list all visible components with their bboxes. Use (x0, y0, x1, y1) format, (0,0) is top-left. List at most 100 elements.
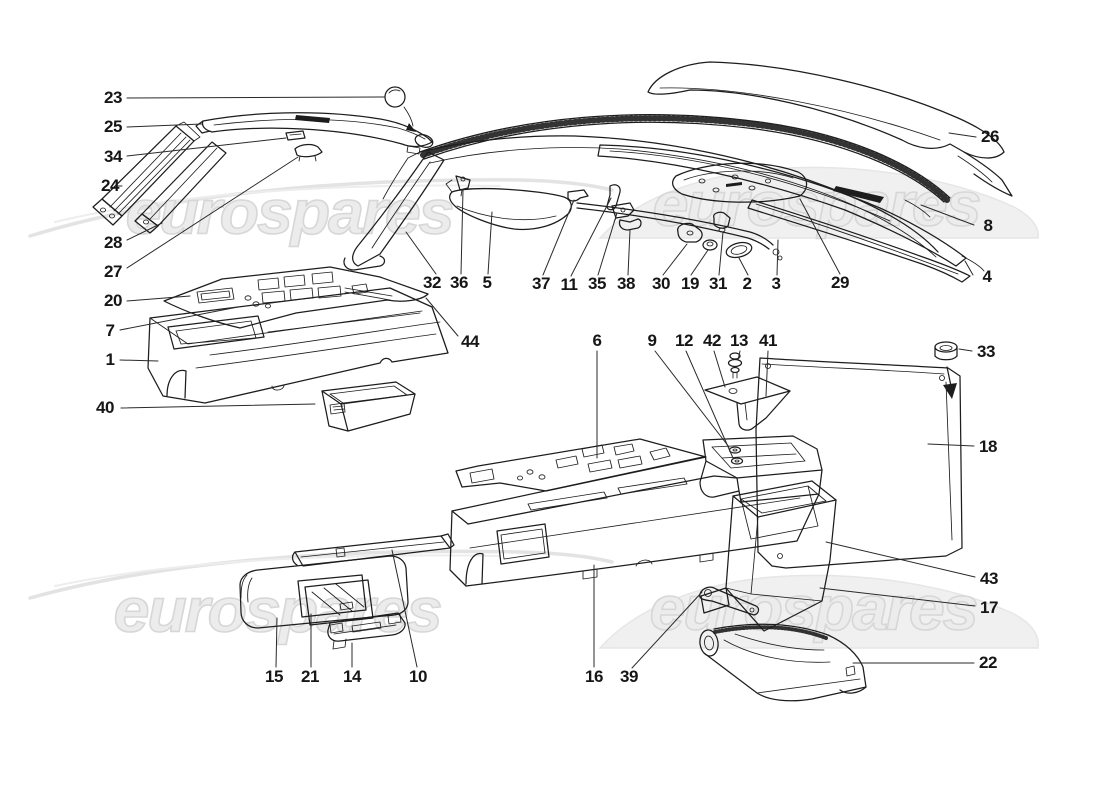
watermark-text-0: eurospares (125, 178, 456, 249)
part-label-28: 28 (104, 233, 122, 252)
part-label-44: 44 (461, 332, 479, 351)
rear-frame-part-8 (597, 144, 967, 267)
bracket-part-30 (677, 222, 703, 243)
part-label-32: 32 (423, 273, 441, 292)
leader-15 (275, 617, 278, 668)
clip-part-37 (567, 189, 589, 202)
pillar-trim-part-32 (343, 151, 445, 271)
part-label-37: 37 (532, 274, 550, 293)
latch-part-31 (712, 211, 731, 233)
leader-2 (738, 257, 749, 276)
part-label-8: 8 (983, 216, 993, 235)
leader-3 (776, 239, 779, 276)
console-top-plate (455, 438, 707, 492)
armrest-shell-part-15 (239, 555, 409, 634)
ashtray-part-40 (321, 381, 416, 432)
leader-11 (570, 197, 612, 277)
part-label-21: 21 (301, 667, 319, 686)
swoosh-bottom-left-2 (54, 554, 501, 587)
base-bar-part-10 (291, 533, 455, 567)
part-label-40: 40 (96, 398, 114, 417)
part-label-36: 36 (450, 273, 468, 292)
part-label-39: 39 (620, 667, 638, 686)
part-label-18: 18 (979, 437, 997, 456)
leader-23 (126, 96, 386, 99)
leader-12 (685, 350, 734, 459)
cap-part-23 (384, 86, 416, 132)
leader-19 (690, 249, 709, 276)
leader-43 (825, 541, 976, 578)
console-body-part-1 (147, 287, 449, 404)
windshield-frame (382, 113, 951, 258)
leader-7 (119, 306, 239, 331)
clip-part-27 (294, 143, 323, 162)
part-label-26: 26 (981, 127, 999, 146)
trim-strip-part-4 (747, 199, 985, 283)
leader-18 (927, 443, 975, 447)
part-label-11: 11 (560, 275, 578, 294)
part-label-41: 41 (759, 331, 777, 350)
part-label-23: 23 (104, 88, 122, 107)
leader-33 (958, 348, 973, 352)
part-label-33: 33 (977, 342, 995, 361)
leader-17 (819, 587, 976, 607)
washer-part-12 (730, 457, 744, 465)
swoosh-top-left-2 (54, 184, 501, 223)
leader-26 (948, 132, 977, 138)
part-label-10: 10 (409, 667, 427, 686)
leader-40 (120, 403, 316, 409)
leader-4 (964, 260, 974, 276)
leader-29 (799, 198, 841, 275)
leader-10 (391, 549, 418, 668)
part-label-1: 1 (105, 350, 115, 369)
leader-41 (765, 350, 769, 397)
bracket-part-42-41 (704, 376, 791, 431)
part-label-5: 5 (482, 273, 492, 292)
part-label-34: 34 (104, 147, 122, 166)
part-label-20: 20 (104, 291, 122, 310)
leader-37 (542, 199, 575, 276)
part-label-29: 29 (831, 273, 849, 292)
sill-strip-part-24 (92, 121, 201, 226)
part-label-15: 15 (265, 667, 283, 686)
part-label-6: 6 (592, 331, 602, 350)
part-label-19: 19 (681, 274, 699, 293)
watermark-text-2: eurospares (113, 576, 444, 647)
part-label-22: 22 (979, 653, 997, 672)
leader-30 (662, 243, 688, 276)
part-label-2: 2 (742, 274, 752, 293)
leader-5 (487, 211, 493, 275)
part-label-31: 31 (709, 274, 727, 293)
leader-27 (126, 156, 299, 269)
leader-36 (460, 189, 464, 275)
part-label-7: 7 (105, 321, 115, 340)
hook-part-11 (606, 184, 621, 211)
part-label-14: 14 (343, 667, 361, 686)
leader-28 (126, 222, 163, 241)
part-label-38: 38 (617, 274, 635, 293)
clip-part-34 (285, 130, 306, 141)
part-label-35: 35 (588, 274, 606, 293)
leader-1 (119, 359, 159, 362)
part-label-13: 13 (730, 331, 748, 350)
leader-39 (631, 591, 703, 669)
leader-31 (718, 231, 724, 276)
part-label-12: 12 (675, 331, 693, 350)
part-label-25: 25 (104, 117, 122, 136)
bracket-part-14 (327, 612, 406, 650)
gear-gaiter-part-22 (699, 623, 867, 702)
roof-panel-part-26 (647, 61, 1013, 197)
grommet-part-33 (934, 341, 958, 399)
part-label-4: 4 (982, 267, 992, 286)
sun-visor-part-5 (445, 179, 572, 231)
leader-25 (126, 123, 203, 128)
part-label-3: 3 (771, 274, 781, 293)
lever-part-39 (699, 586, 760, 616)
pocket-part-17 (700, 480, 837, 632)
leader-13 (737, 350, 741, 361)
leader-8 (920, 204, 975, 226)
leader-35 (597, 212, 618, 276)
